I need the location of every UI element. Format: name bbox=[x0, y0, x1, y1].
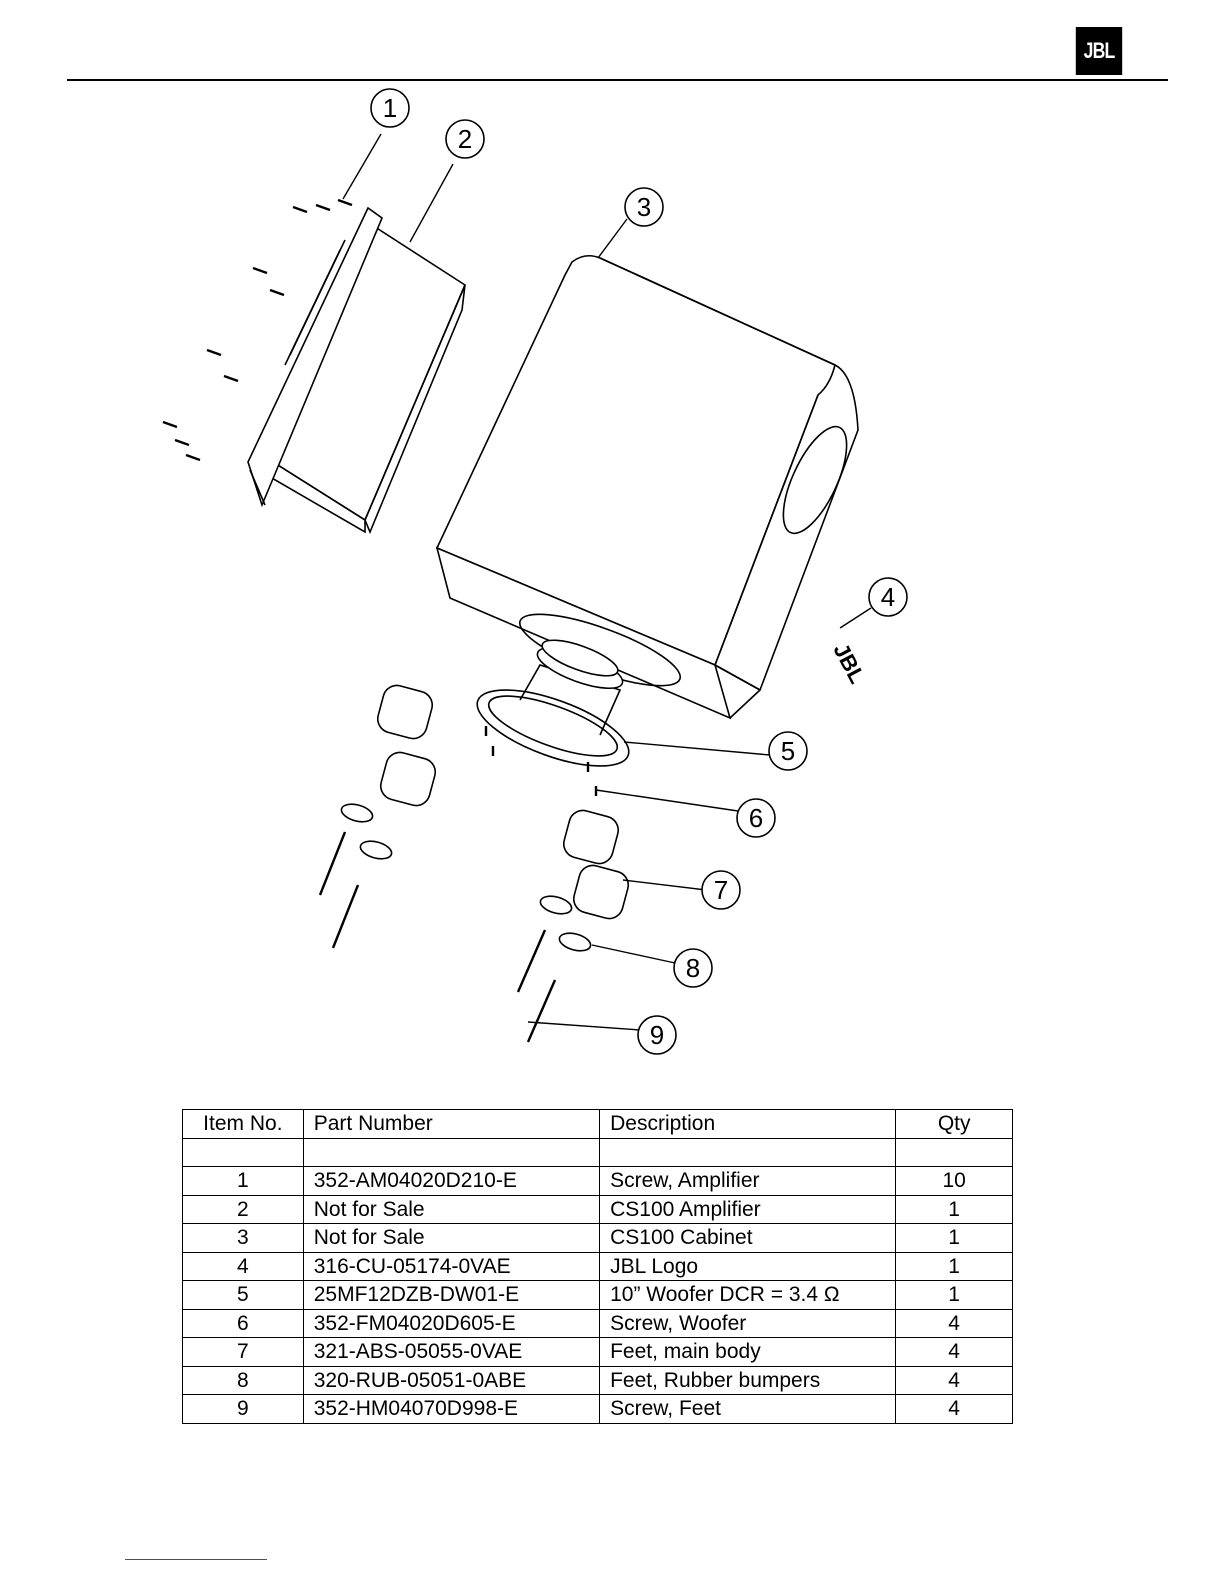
qty: 4 bbox=[895, 1308, 1013, 1338]
description: Feet, Rubber bumpers bbox=[599, 1365, 897, 1395]
description: Screw, Woofer bbox=[599, 1308, 897, 1338]
callout-9: 9 bbox=[637, 1015, 677, 1055]
parts-table: Item No. Part Number Description Qty 1 3… bbox=[182, 1109, 1013, 1424]
header-item-no: Item No. bbox=[182, 1109, 304, 1139]
item-no: 2 bbox=[182, 1194, 304, 1224]
callout-6: 6 bbox=[736, 798, 776, 838]
description: Screw, Amplifier bbox=[599, 1166, 897, 1196]
part-number: 352-FM04020D605-E bbox=[302, 1308, 601, 1338]
part-number: 25MF12DZB-DW01-E bbox=[302, 1280, 601, 1310]
header-rule bbox=[67, 79, 1168, 81]
qty: 1 bbox=[895, 1251, 1013, 1281]
jbl-logo: JBL bbox=[1075, 27, 1123, 75]
item-no: 7 bbox=[182, 1337, 304, 1367]
part-number: 352-HM04070D998-E bbox=[302, 1394, 601, 1424]
rubber-bumpers bbox=[340, 803, 592, 952]
qty: 10 bbox=[895, 1166, 1013, 1196]
svg-text:4: 4 bbox=[881, 582, 895, 612]
part-number: 352-AM04020D210-E bbox=[302, 1166, 601, 1196]
svg-text:7: 7 bbox=[714, 875, 728, 905]
woofer-part bbox=[476, 639, 630, 767]
header-qty: Qty bbox=[895, 1109, 1013, 1139]
callout-5: 5 bbox=[768, 731, 808, 771]
qty: 4 bbox=[895, 1365, 1013, 1395]
qty: 4 bbox=[895, 1337, 1013, 1367]
description: CS100 Amplifier bbox=[599, 1194, 897, 1224]
table-row: 3 Not for Sale CS100 Cabinet 1 bbox=[182, 1223, 1013, 1253]
feet-screws bbox=[318, 831, 557, 1043]
svg-text:5: 5 bbox=[781, 736, 795, 766]
feet-parts bbox=[376, 684, 630, 920]
callout-1: 1 bbox=[370, 88, 410, 128]
svg-text:1: 1 bbox=[383, 93, 397, 123]
part-number: Not for Sale bbox=[302, 1223, 601, 1253]
qty: 4 bbox=[895, 1394, 1013, 1424]
svg-text:6: 6 bbox=[749, 803, 763, 833]
description: Screw, Feet bbox=[599, 1394, 897, 1424]
callout-8: 8 bbox=[673, 948, 713, 988]
item-no: 5 bbox=[182, 1280, 304, 1310]
description: Feet, main body bbox=[599, 1337, 897, 1367]
part-number: 316-CU-05174-0VAE bbox=[302, 1251, 601, 1281]
table-row: 8 320-RUB-05051-0ABE Feet, Rubber bumper… bbox=[182, 1365, 1013, 1395]
footer-link-line bbox=[125, 1559, 267, 1560]
part-number: Not for Sale bbox=[302, 1194, 601, 1224]
table-row: 2 Not for Sale CS100 Amplifier 1 bbox=[182, 1194, 1013, 1224]
part-number: 320-RUB-05051-0ABE bbox=[302, 1365, 601, 1395]
item-no: 1 bbox=[182, 1166, 304, 1196]
leader-lines bbox=[342, 133, 872, 1031]
item-no: 3 bbox=[182, 1223, 304, 1253]
qty: 1 bbox=[895, 1280, 1013, 1310]
table-row: 5 25MF12DZB-DW01-E 10” Woofer DCR = 3.4 … bbox=[182, 1280, 1013, 1310]
item-no: 6 bbox=[182, 1308, 304, 1338]
svg-text:3: 3 bbox=[637, 192, 651, 222]
table-row: 9 352-HM04070D998-E Screw, Feet 4 bbox=[182, 1394, 1013, 1424]
amplifier-part bbox=[247, 206, 467, 535]
table-row: 7 321-ABS-05055-0VAE Feet, main body 4 bbox=[182, 1337, 1013, 1367]
description: 10” Woofer DCR = 3.4 Ω bbox=[599, 1280, 897, 1310]
amplifier-screws bbox=[162, 198, 353, 462]
description: CS100 Cabinet bbox=[599, 1223, 897, 1253]
callout-2: 2 bbox=[445, 119, 485, 159]
item-no: 8 bbox=[182, 1365, 304, 1395]
exploded-view-drawing: JBL bbox=[162, 88, 908, 1055]
woofer-screws bbox=[484, 726, 598, 796]
svg-text:JBL: JBL bbox=[828, 639, 870, 687]
header-part-number: Part Number bbox=[302, 1109, 601, 1139]
qty: 1 bbox=[895, 1194, 1013, 1224]
table-row-empty bbox=[182, 1137, 1013, 1167]
callout-7: 7 bbox=[701, 870, 741, 910]
qty: 1 bbox=[895, 1223, 1013, 1253]
item-no: 9 bbox=[182, 1394, 304, 1424]
callout-3: 3 bbox=[624, 187, 664, 227]
cabinet-part bbox=[435, 254, 859, 720]
logo-badge-part: JBL bbox=[828, 639, 870, 687]
table-row: 1 352-AM04020D210-E Screw, Amplifier 10 bbox=[182, 1166, 1013, 1196]
header-description: Description bbox=[599, 1109, 897, 1139]
item-no: 4 bbox=[182, 1251, 304, 1281]
svg-text:2: 2 bbox=[458, 124, 472, 154]
callout-4: 4 bbox=[868, 577, 908, 617]
table-row: 4 316-CU-05174-0VAE JBL Logo 1 bbox=[182, 1251, 1013, 1281]
table-row: 6 352-FM04020D605-E Screw, Woofer 4 bbox=[182, 1308, 1013, 1338]
part-number: 321-ABS-05055-0VAE bbox=[302, 1337, 601, 1367]
table-header-row: Item No. Part Number Description Qty bbox=[182, 1109, 1013, 1139]
svg-text:9: 9 bbox=[650, 1020, 664, 1050]
svg-text:8: 8 bbox=[686, 953, 700, 983]
description: JBL Logo bbox=[599, 1251, 897, 1281]
